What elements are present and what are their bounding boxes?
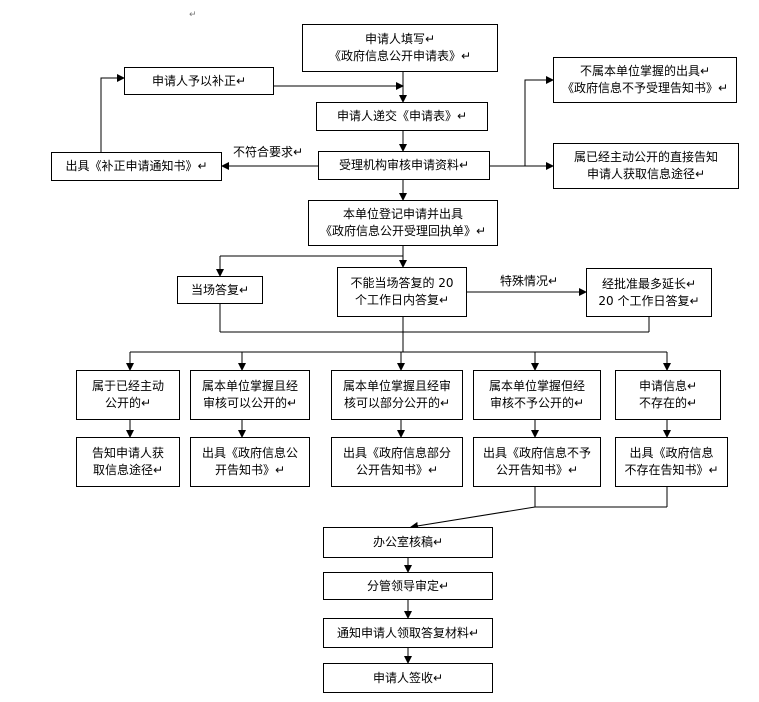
node-extended-line2: 20 个工作日答复↵ bbox=[598, 293, 700, 308]
node-correction-notice: 出具《补正申请通知书》↵ bbox=[51, 152, 222, 181]
node-immediate: 当场答复↵ bbox=[177, 276, 263, 304]
node-out1: 告知申请人获 取信息途径↵ bbox=[76, 437, 180, 487]
node-case5-line2: 不存在的↵ bbox=[638, 396, 698, 410]
label-special-case: 特殊情况↵ bbox=[500, 274, 559, 288]
node-case5-line1: 申请信息↵ bbox=[638, 379, 698, 393]
node-fill-form-line1: 申请人填写↵ bbox=[364, 32, 436, 46]
node-extended: 经批准最多延长↵ 20 个工作日答复↵ bbox=[586, 268, 712, 317]
node-notify-line1: 通知申请人领取答复材料↵ bbox=[336, 625, 480, 640]
node-supplement: 申请人予以补正↵ bbox=[124, 67, 274, 95]
node-extended-line1: 经批准最多延长↵ bbox=[601, 276, 697, 291]
node-sign: 申请人签收↵ bbox=[323, 663, 493, 693]
node-immediate-line1: 当场答复↵ bbox=[190, 282, 250, 297]
node-out3-line1: 出具《政府信息部分 bbox=[342, 446, 451, 460]
node-case4: 属本单位掌握但经 审核不予公开的↵ bbox=[473, 370, 601, 420]
node-notify: 通知申请人领取答复材料↵ bbox=[323, 618, 493, 648]
node-case2-line1: 属本单位掌握且经 bbox=[201, 379, 298, 393]
node-case2-line2: 审核可以公开的↵ bbox=[202, 396, 298, 410]
node-review-line1: 受理机构审核申请资料↵ bbox=[338, 158, 470, 172]
node-correction-notice-line1: 出具《补正申请通知书》↵ bbox=[65, 159, 208, 173]
node-already-public-line1: 属已经主动公开的直接告知 bbox=[573, 150, 718, 164]
node-out5: 出具《政府信息 不存在告知书》↵ bbox=[615, 437, 728, 487]
node-within20: 不能当场答复的 20 个工作日内答复↵ bbox=[337, 267, 467, 317]
node-register-line1: 本单位登记申请并出具 bbox=[342, 207, 463, 221]
node-case1-line1: 属于已经主动 bbox=[91, 379, 164, 393]
arrow-to-not-held bbox=[524, 76, 554, 166]
node-supplement-line1: 申请人予以补正↵ bbox=[151, 73, 247, 88]
node-within20-line2: 个工作日内答复↵ bbox=[354, 293, 450, 307]
arrow-correction-to-supplement bbox=[100, 74, 125, 152]
node-within20-line1: 不能当场答复的 20 bbox=[350, 276, 454, 290]
node-fill-form: 申请人填写↵ 《政府信息公开申请表》↵ bbox=[302, 24, 498, 72]
node-out5-line2: 不存在告知书》↵ bbox=[624, 463, 719, 477]
node-out4-line2: 公开告知书》↵ bbox=[495, 463, 579, 477]
node-case1: 属于已经主动 公开的↵ bbox=[76, 370, 180, 420]
node-out2: 出具《政府信息公 开告知书》↵ bbox=[190, 437, 310, 487]
node-out1-line2: 取信息途径↵ bbox=[92, 463, 164, 477]
node-out1-line1: 告知申请人获 bbox=[91, 446, 164, 460]
node-case3-line2: 核可以部分公开的↵ bbox=[343, 396, 451, 410]
node-fill-form-line2: 《政府信息公开申请表》↵ bbox=[328, 49, 472, 63]
node-leader-review: 分管领导审定↵ bbox=[323, 572, 493, 600]
node-not-held: 不属本单位掌握的出具↵ 《政府信息不予受理告知书》↵ bbox=[553, 57, 737, 103]
node-already-public-line2: 申请人获取信息途径↵ bbox=[586, 167, 706, 181]
label-not-compliant: 不符合要求↵ bbox=[233, 145, 304, 159]
node-case1-line2: 公开的↵ bbox=[104, 396, 152, 410]
node-out3-line2: 公开告知书》↵ bbox=[355, 463, 439, 477]
node-already-public: 属已经主动公开的直接告知 申请人获取信息途径↵ bbox=[553, 143, 739, 189]
node-leader-review-line1: 分管领导审定↵ bbox=[366, 578, 450, 593]
node-out2-line2: 开告知书》↵ bbox=[214, 463, 286, 477]
arrow-to-office-check bbox=[410, 506, 536, 530]
node-sign-line1: 申请人签收↵ bbox=[372, 670, 444, 685]
node-case3: 属本单位掌握且经审 核可以部分公开的↵ bbox=[331, 370, 463, 420]
node-out3: 出具《政府信息部分 公开告知书》↵ bbox=[331, 437, 463, 487]
node-out2-line1: 出具《政府信息公 bbox=[201, 446, 298, 460]
paragraph-mark: ↵ bbox=[189, 10, 197, 20]
node-not-held-line1: 不属本单位掌握的出具↵ bbox=[579, 64, 711, 78]
node-office-check: 办公室核稿↵ bbox=[323, 527, 493, 558]
node-out4: 出具《政府信息不予 公开告知书》↵ bbox=[473, 437, 601, 487]
node-submit: 申请人递交《申请表》↵ bbox=[316, 102, 488, 131]
node-out4-line1: 出具《政府信息不予 bbox=[482, 446, 591, 460]
node-case5: 申请信息↵ 不存在的↵ bbox=[615, 370, 721, 420]
node-register: 本单位登记申请并出具 《政府信息公开受理回执单》↵ bbox=[308, 200, 498, 246]
node-submit-line1: 申请人递交《申请表》↵ bbox=[336, 109, 468, 123]
node-register-line2: 《政府信息公开受理回执单》↵ bbox=[319, 224, 487, 238]
node-review: 受理机构审核申请资料↵ bbox=[318, 151, 490, 180]
node-not-held-line2: 《政府信息不予受理告知书》↵ bbox=[561, 81, 729, 95]
node-case4-line1: 属本单位掌握但经 bbox=[488, 379, 585, 393]
node-case2: 属本单位掌握且经 审核可以公开的↵ bbox=[190, 370, 310, 420]
node-case4-line2: 审核不予公开的↵ bbox=[489, 396, 585, 410]
node-office-check-line1: 办公室核稿↵ bbox=[372, 535, 444, 549]
node-out5-line1: 出具《政府信息 bbox=[629, 446, 714, 460]
node-case3-line1: 属本单位掌握且经审 bbox=[342, 379, 451, 393]
